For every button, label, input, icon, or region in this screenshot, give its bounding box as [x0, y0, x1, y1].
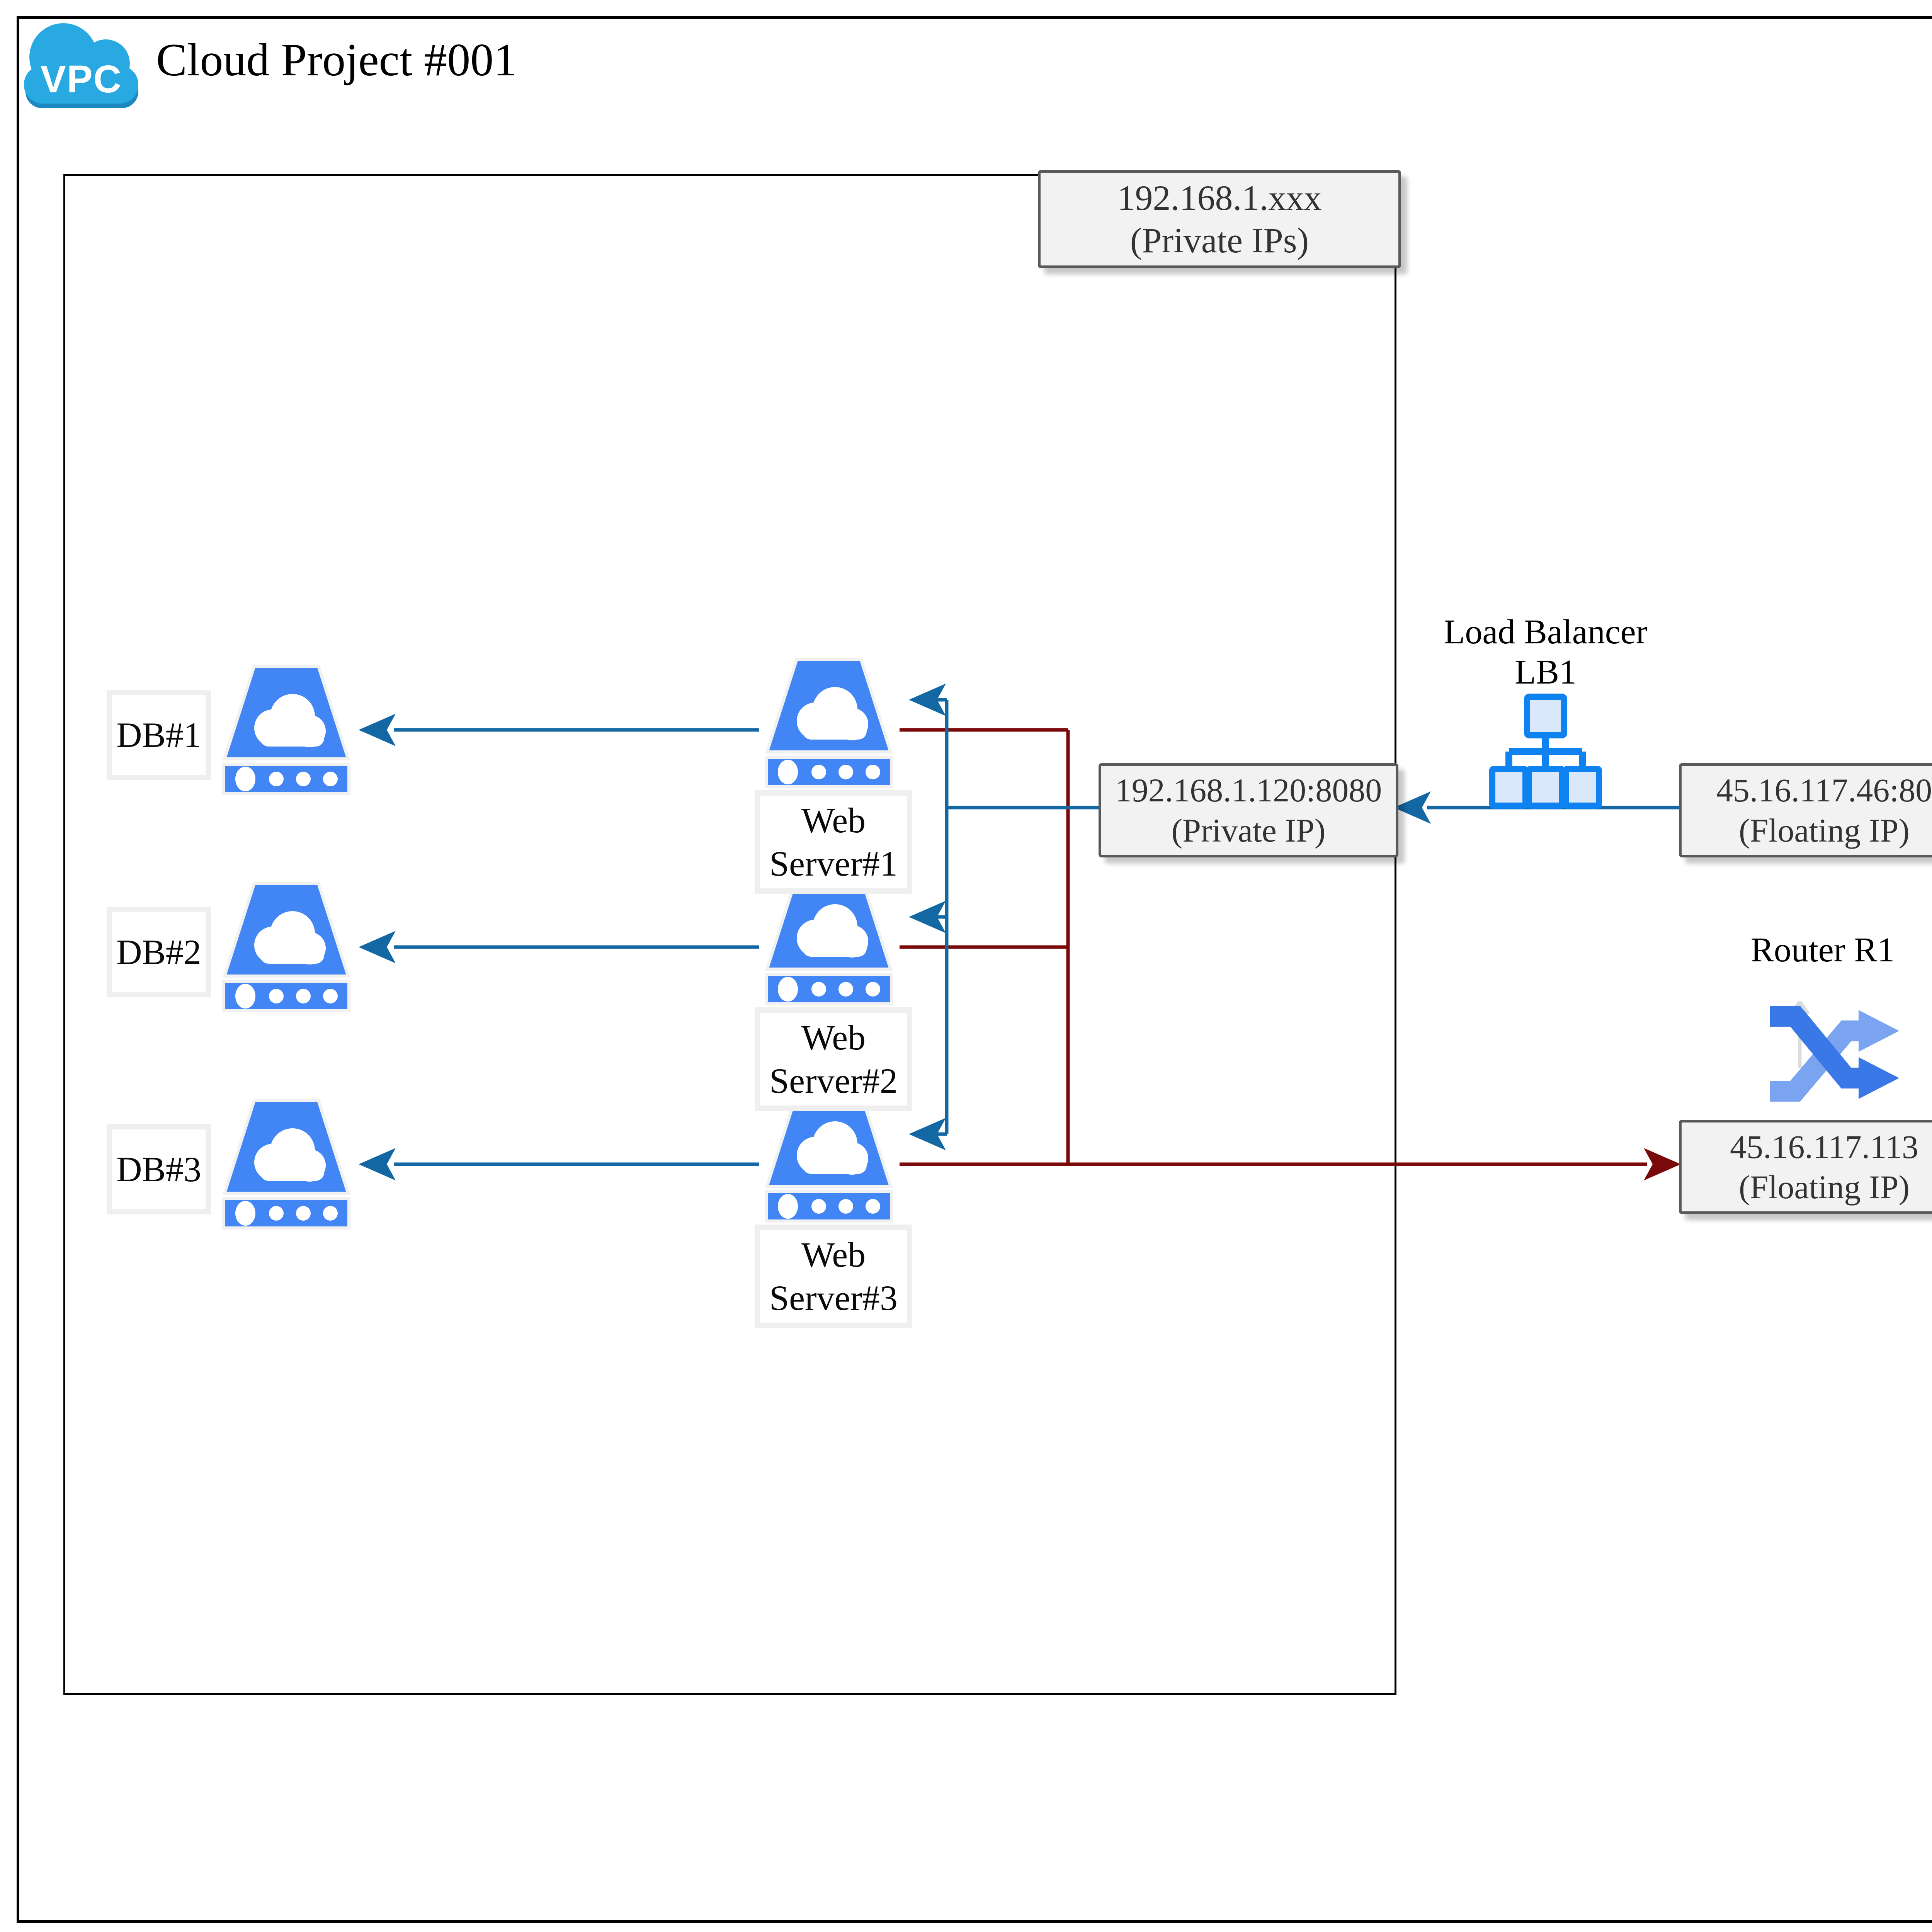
page-title: Cloud Project #001 — [156, 31, 1006, 89]
private-subnet-box — [63, 174, 1396, 1695]
floating-ip-web-value: 45.16.117.46:80 — [1716, 772, 1932, 809]
db3-server-icon — [224, 1100, 349, 1228]
private-ip-kind: (Private IP) — [1171, 812, 1326, 849]
web-server3-label: Web Server#3 — [755, 1225, 912, 1328]
subnet-label: 192.168.1.xxx (Private IPs) — [1038, 170, 1401, 268]
db1-label: DB#1 — [107, 690, 211, 780]
vpc-cloud-icon — [24, 23, 138, 108]
other-traffic-lines — [900, 728, 1647, 1166]
load-balancer-id: LB1 — [1514, 653, 1577, 691]
web-server1-icon — [766, 659, 891, 787]
web-server3-line1: Web — [801, 1235, 866, 1274]
web-server2-line1: Web — [801, 1018, 866, 1057]
web-traffic-arrowheads — [359, 684, 1431, 1180]
db2-server-icon — [224, 883, 349, 1011]
router-label: Router R1 — [1750, 930, 1895, 969]
vpc-boundary-box — [17, 16, 1932, 1923]
web-server3-icon — [766, 1094, 891, 1221]
load-balancer-icon — [1489, 694, 1602, 809]
load-balancer-label: Load Balancer LB1 — [1426, 611, 1665, 694]
web-server1-line2: Server#1 — [769, 844, 898, 883]
load-balancer-name: Load Balancer — [1444, 612, 1648, 651]
vpc-badge-text: VPC — [40, 57, 122, 101]
private-ip-box: 192.168.1.120:8080 (Private IP) — [1099, 763, 1398, 857]
web-server2-line2: Server#2 — [769, 1061, 898, 1100]
web-server2-label: Web Server#2 — [755, 1007, 912, 1111]
floating-ip-other-box: 45.16.117.113 (Floating IP) — [1679, 1120, 1932, 1214]
db3-label: DB#3 — [107, 1124, 211, 1214]
db1-server-icon — [224, 666, 349, 794]
db2-label: DB#2 — [107, 907, 211, 997]
subnet-kind: (Private IPs) — [1130, 221, 1309, 260]
floating-ip-other-value: 45.16.117.113 — [1730, 1128, 1919, 1165]
web-server3-line2: Server#3 — [769, 1278, 898, 1318]
subnet-cidr: 192.168.1.xxx — [1117, 178, 1322, 218]
page-title-text: Cloud Project #001 — [156, 34, 517, 85]
floating-ip-web-box: 45.16.117.46:80 (Floating IP) — [1679, 763, 1932, 857]
floating-ip-other-kind: (Floating IP) — [1739, 1168, 1910, 1206]
router-icon — [1770, 1000, 1899, 1102]
web-server1-label: Web Server#1 — [755, 790, 912, 894]
other-traffic-arrowheads — [1644, 1148, 1681, 1180]
private-ip-value: 192.168.1.120:8080 — [1115, 772, 1382, 809]
web-server1-line1: Web — [801, 801, 866, 840]
floating-ip-web-kind: (Floating IP) — [1739, 812, 1910, 849]
web-server2-icon — [766, 876, 891, 1004]
